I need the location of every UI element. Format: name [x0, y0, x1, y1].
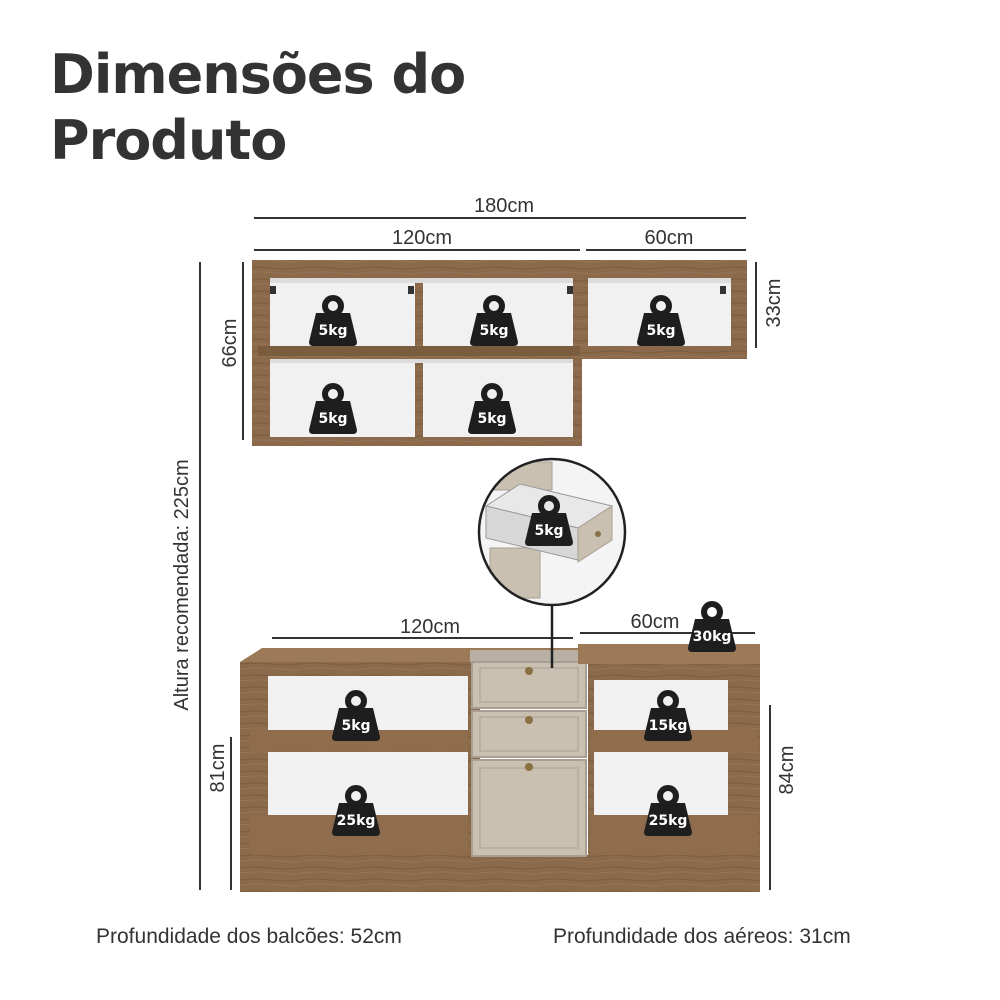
dim-wall-left-height: 66cm	[219, 262, 244, 440]
weight-label: 5kg	[646, 323, 675, 339]
weight-label: 5kg	[318, 411, 347, 427]
kettlebell-weight-icon: 5kg	[468, 383, 516, 434]
dim-base-right-width-label: 60cm	[631, 611, 680, 633]
dim-recommended-height-label: Altura recomendada: 225cm	[171, 459, 193, 710]
weight-label: 5kg	[341, 718, 370, 734]
footnote-balcoes-depth: Profundidade dos balcões: 52cm	[96, 925, 402, 948]
drawer-magnifier	[477, 457, 627, 668]
dim-base-right-height: 84cm	[769, 705, 798, 890]
drawer-unit	[470, 650, 588, 857]
title-line-1: Dimensões do	[50, 43, 466, 106]
dim-wall-right-height-label: 33cm	[763, 279, 785, 328]
dim-wall-right-width: 60cm	[586, 227, 746, 251]
weight-label: 5kg	[477, 411, 506, 427]
knob-handle-icon	[525, 716, 533, 724]
knob-handle-icon	[525, 667, 533, 675]
dim-total-width-label: 180cm	[474, 195, 534, 217]
dim-base-left-height: 81cm	[207, 737, 232, 890]
weight-label: 15kg	[649, 718, 688, 734]
wall-cabinet-left	[252, 260, 582, 446]
dim-base-left-width-label: 120cm	[400, 616, 460, 638]
weight-label: 25kg	[337, 813, 376, 829]
dim-wall-left-width: 120cm	[254, 227, 580, 251]
weight-label: 25kg	[649, 813, 688, 829]
dim-wall-right-height: 33cm	[755, 262, 785, 348]
kettlebell-weight-icon: 15kg	[644, 690, 692, 741]
dim-base-left-height-label: 81cm	[207, 744, 229, 793]
footnote-aereos-depth: Profundidade dos aéreos: 31cm	[553, 925, 851, 948]
weight-label: 5kg	[318, 323, 347, 339]
knob-handle-icon	[525, 763, 533, 771]
kettlebell-weight-icon: 25kg	[644, 785, 692, 836]
kettlebell-weight-icon: 5kg	[309, 383, 357, 434]
kettlebell-weight-icon: 5kg	[309, 295, 357, 346]
weight-icons-layer: 5kg 5kg 5kg 5kg 5kg 5kg 30kg 5kg 25kg 15kg 25kg	[309, 295, 736, 836]
dim-recommended-height: Altura recomendada: 225cm	[171, 262, 201, 890]
dim-base-left-width: 120cm	[272, 616, 573, 639]
knob-handle-icon	[595, 531, 601, 537]
base-cabinet-right	[578, 644, 760, 892]
dim-wall-right-width-label: 60cm	[645, 227, 694, 249]
page-title: Dimensões do Produto	[50, 42, 466, 174]
kettlebell-weight-icon: 5kg	[525, 495, 573, 546]
dim-base-right-height-label: 84cm	[776, 746, 798, 795]
weight-label: 5kg	[534, 523, 563, 539]
kettlebell-weight-icon: 5kg	[470, 295, 518, 346]
title-line-2: Produto	[50, 109, 287, 172]
weight-label: 30kg	[693, 629, 732, 645]
kettlebell-weight-icon: 5kg	[332, 690, 380, 741]
weight-label: 5kg	[479, 323, 508, 339]
dim-wall-left-width-label: 120cm	[392, 227, 452, 249]
dim-total-width: 180cm	[254, 195, 746, 219]
kettlebell-weight-icon: 5kg	[637, 295, 685, 346]
kettlebell-weight-icon: 30kg	[688, 601, 736, 652]
dim-wall-left-height-label: 66cm	[219, 319, 241, 368]
kettlebell-weight-icon: 25kg	[332, 785, 380, 836]
